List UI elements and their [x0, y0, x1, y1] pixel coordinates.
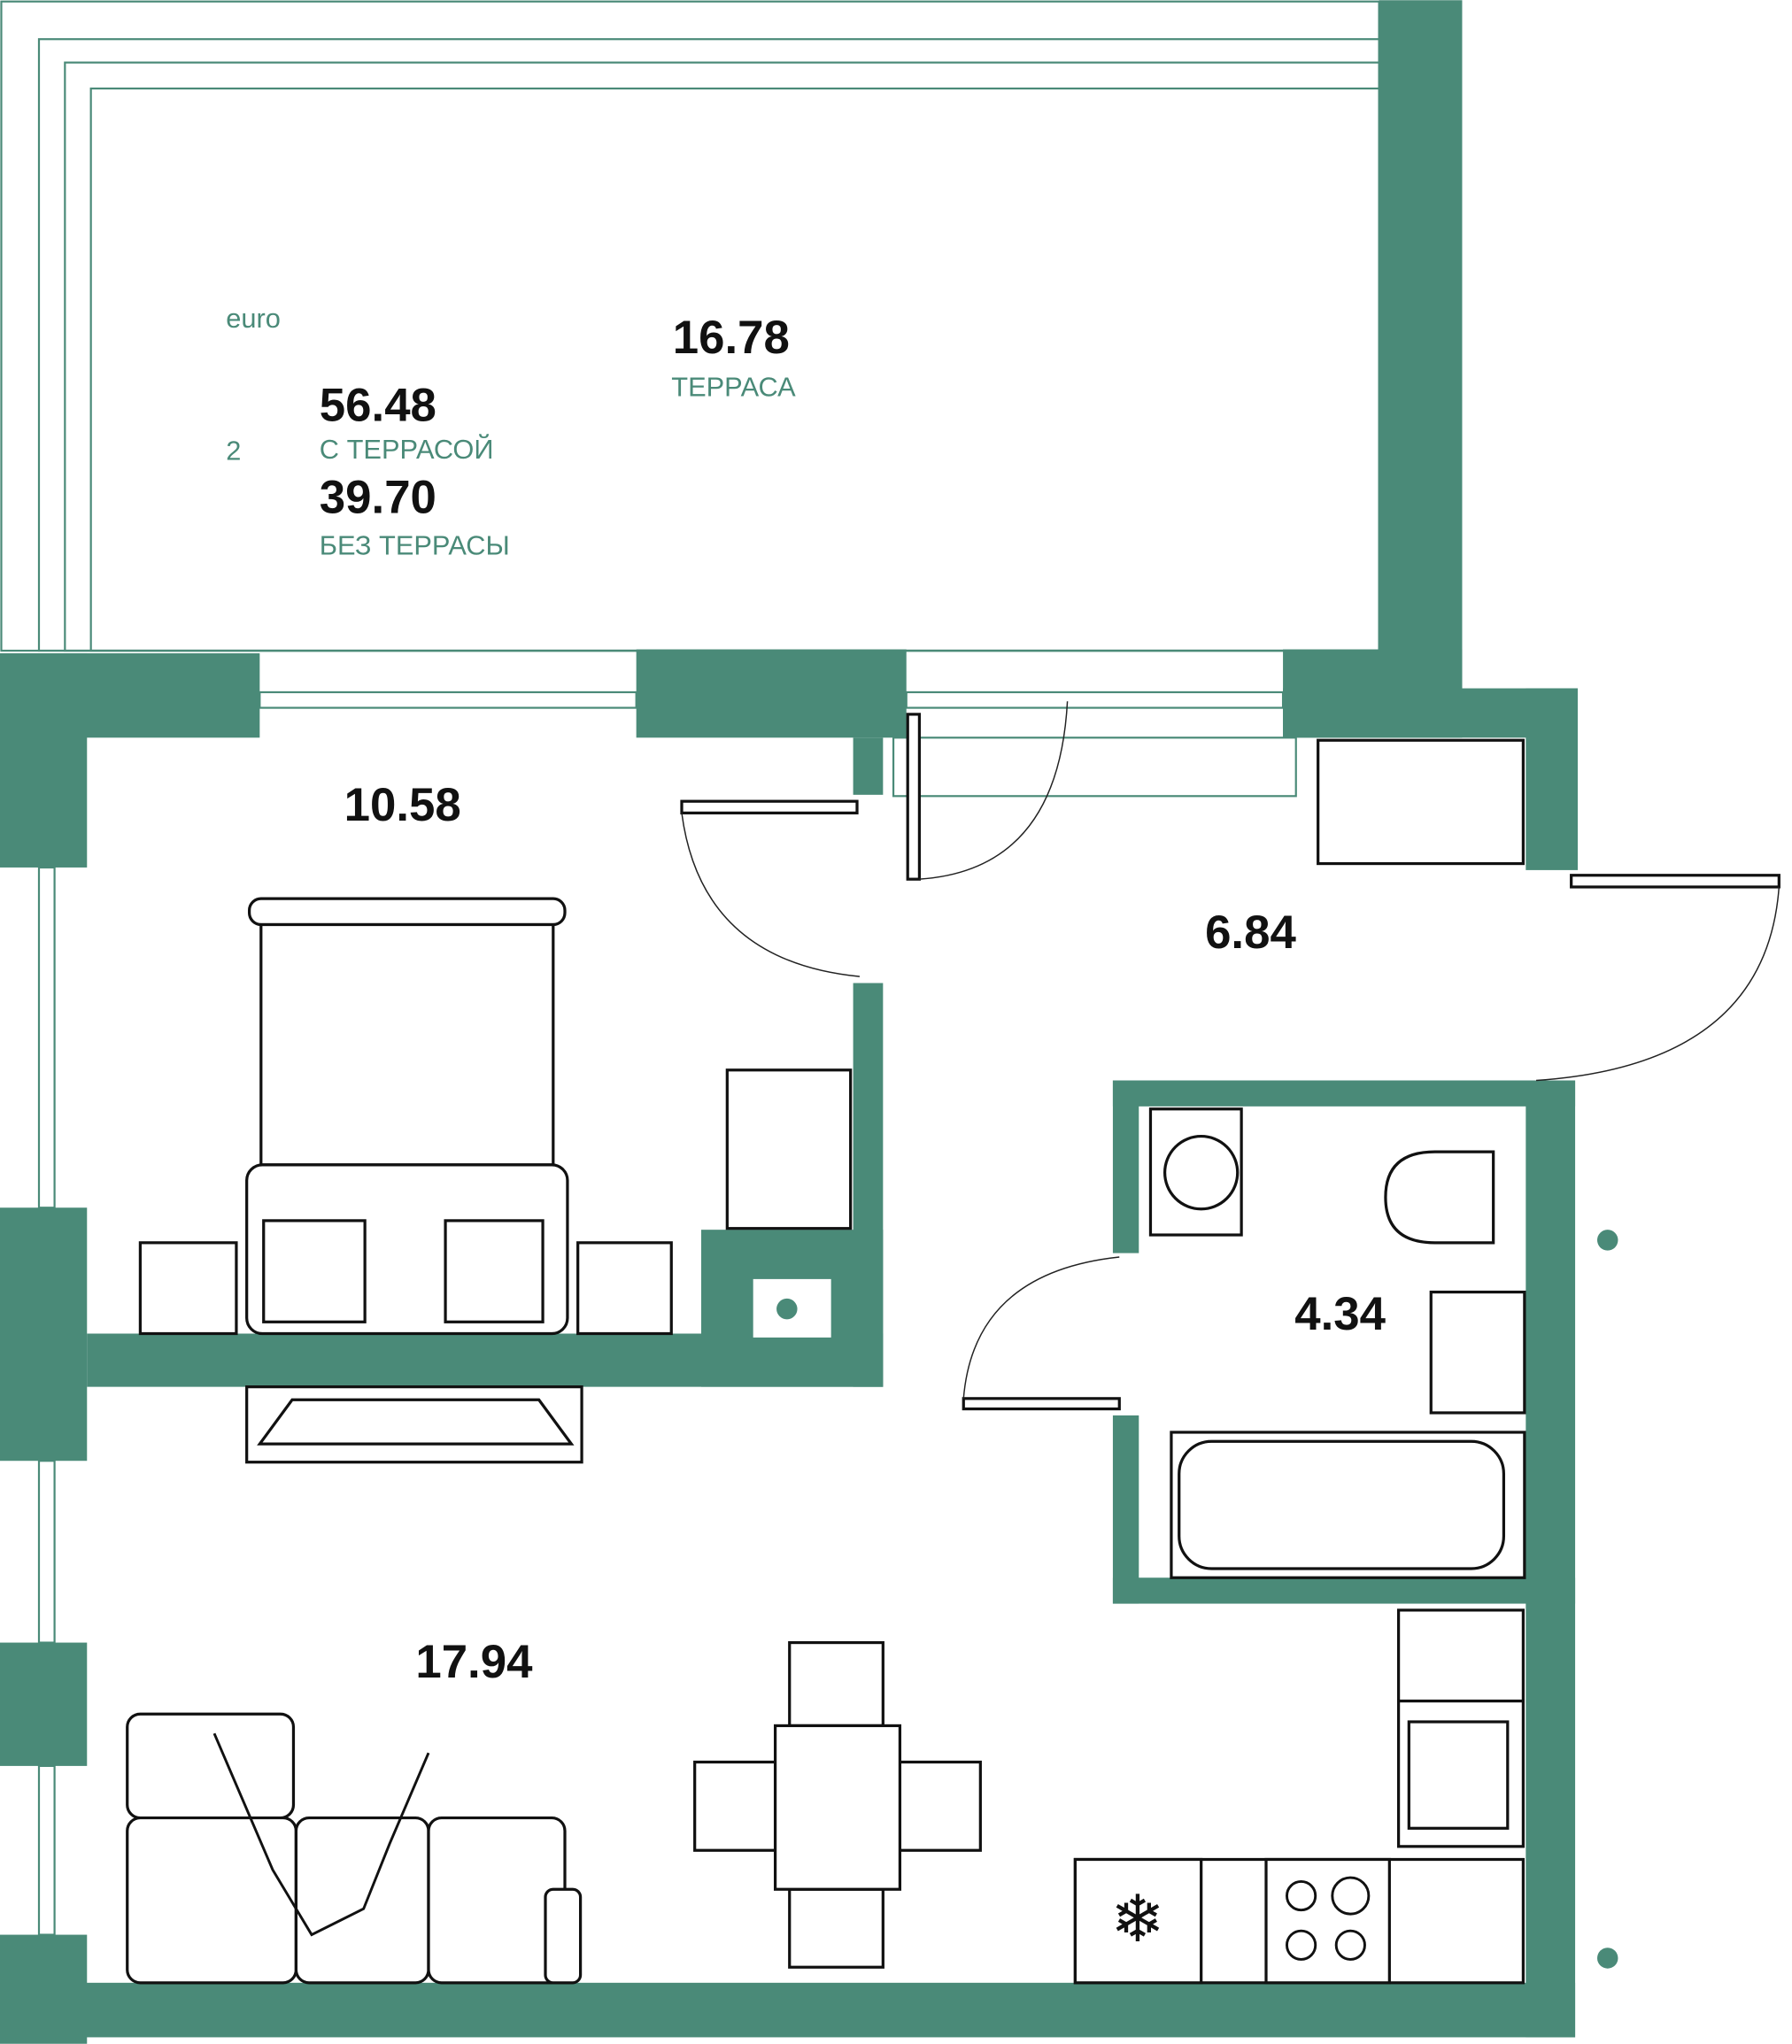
- living-kitchen-area: 17.94: [415, 1636, 533, 1688]
- summary: euro 2 56.48 С ТЕРРАСОЙ 39.70 БЕЗ ТЕРРАС…: [226, 303, 510, 561]
- total-area-with-terrace: 56.48: [320, 379, 436, 431]
- sofa: [126, 1712, 583, 1985]
- walls: [0, 0, 1618, 2044]
- bedroom-area: 10.58: [344, 779, 461, 831]
- bathroom-area: 4.34: [1294, 1288, 1386, 1340]
- doors: [680, 701, 1780, 1411]
- total-area-without-terrace: 39.70: [320, 472, 436, 524]
- kitchen: ❄: [1073, 1608, 1526, 1985]
- windows: [37, 690, 1297, 1936]
- bed: [138, 897, 673, 1336]
- total-with-terrace-label: С ТЕРРАСОЙ: [320, 433, 494, 465]
- terrace-area: 16.78: [673, 312, 790, 364]
- rooms-count: 2: [226, 435, 241, 466]
- tv-stand: [245, 1385, 583, 1464]
- total-without-terrace-label: БЕЗ ТЕРРАСЫ: [320, 530, 510, 561]
- bathroom-fixtures: [1148, 1107, 1526, 1579]
- terrace-label: ТЕРРАСА: [671, 372, 796, 403]
- apartment-type: euro: [226, 303, 281, 334]
- hallway-area: 6.84: [1205, 906, 1296, 959]
- dining-table: [693, 1640, 982, 1969]
- snowflake-icon: ❄: [1110, 1884, 1164, 1955]
- radiator: [725, 738, 1526, 1230]
